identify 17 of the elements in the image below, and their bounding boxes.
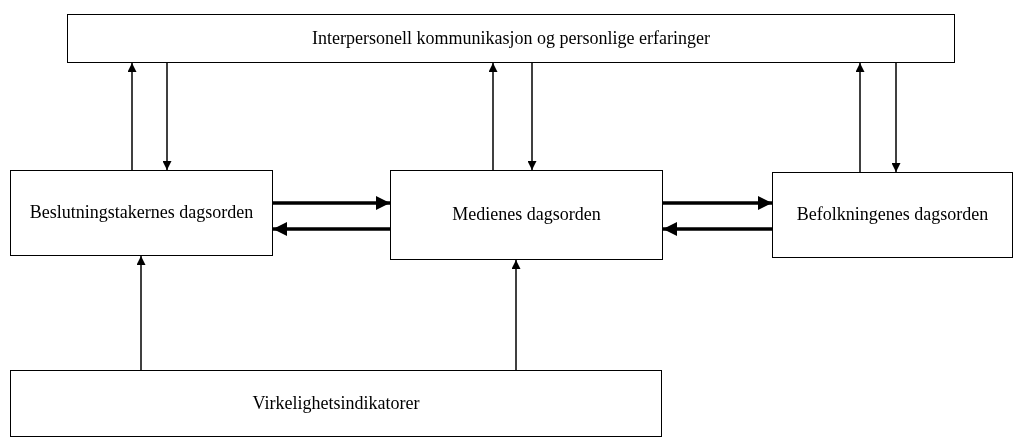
arrow xyxy=(488,62,498,171)
arrow xyxy=(855,62,865,173)
arrow xyxy=(891,62,901,173)
arrow xyxy=(273,196,390,210)
text-box: Befolkningenes dagsorden xyxy=(772,172,1013,258)
text-box: Interpersonell kommunikasjon og personlige erfaringer xyxy=(67,14,955,63)
arrow xyxy=(136,255,146,371)
arrow xyxy=(127,62,137,171)
arrow xyxy=(162,62,172,171)
text-box: Medienes dagsorden xyxy=(390,170,663,260)
text-box: Beslutningstakernes dagsorden xyxy=(10,170,273,256)
arrow xyxy=(663,196,772,210)
arrow xyxy=(663,222,772,236)
text-box: Virkelighetsindikatorer xyxy=(10,370,662,437)
arrow xyxy=(273,222,390,236)
arrow xyxy=(527,62,537,171)
arrow xyxy=(511,259,521,371)
